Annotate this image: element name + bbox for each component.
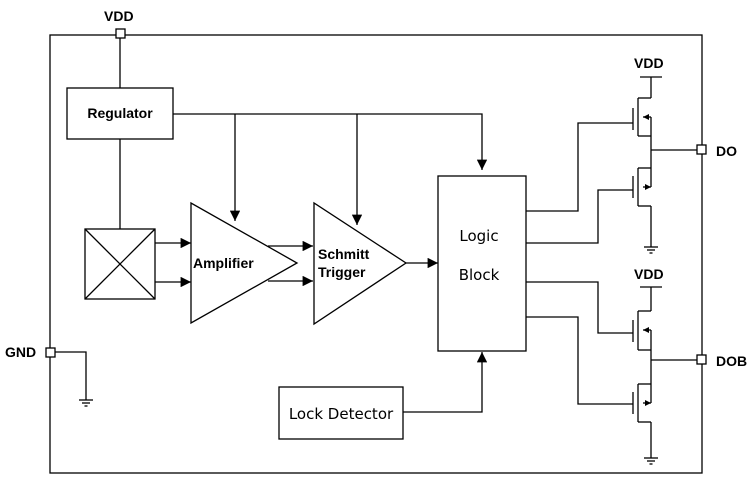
logic-label-line1: Logic <box>459 227 498 245</box>
lock-to-logic-wire <box>403 352 488 413</box>
vdd-do-label: VDD <box>634 55 664 71</box>
logic-to-dob-pmos-gate <box>526 281 633 334</box>
logic-to-dob-nmos-gate <box>526 316 633 405</box>
lock-detector-label: Lock Detector <box>289 405 394 423</box>
dob-output-stage: VDD <box>632 266 697 465</box>
amplifier-triangle <box>190 201 299 325</box>
amplifier-label: Amplifier <box>193 255 254 271</box>
vdd-top-pin <box>115 28 126 39</box>
gnd-ground-symbol <box>79 399 93 407</box>
schmitt-label-line2: Trigger <box>318 264 366 280</box>
gnd-wire <box>55 351 87 400</box>
dob-label: DOB <box>716 353 747 369</box>
logic-block <box>437 175 527 352</box>
do-label: DO <box>716 143 737 159</box>
gnd-label: GND <box>5 344 36 360</box>
regulator-label: Regulator <box>87 105 153 121</box>
hall-sensor-element <box>84 228 156 300</box>
logic-to-do-pmos-gate <box>526 122 633 212</box>
schmitt-label-line1: Schmitt <box>318 246 370 262</box>
schmitt-trigger-triangle <box>313 201 408 326</box>
do-output-stage: VDD <box>632 55 697 254</box>
chip-outline <box>49 34 703 474</box>
regulator-block <box>66 87 174 140</box>
regulator-bus-wire <box>173 113 488 170</box>
do-pin <box>696 144 707 155</box>
vdd-dob-label: VDD <box>634 266 664 282</box>
lock-detector-block <box>278 386 404 440</box>
vdd-top-label: VDD <box>104 8 134 24</box>
gnd-pin <box>45 347 56 358</box>
dob-pin <box>696 354 707 365</box>
logic-to-do-nmos-gate <box>526 189 633 244</box>
logic-label-line2: Block <box>459 266 500 284</box>
